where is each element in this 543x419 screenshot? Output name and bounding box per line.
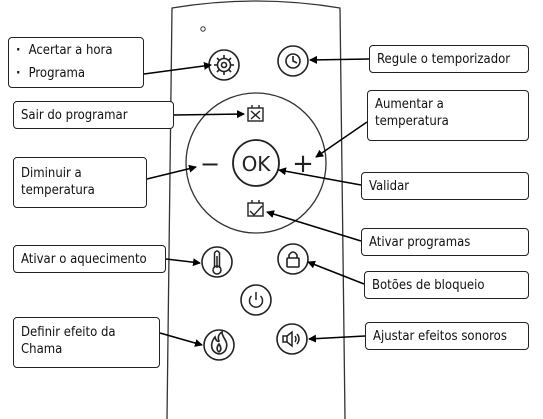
label-activate-programs: Ativar programas	[361, 228, 529, 256]
gear-button[interactable]	[208, 49, 240, 81]
clock-icon	[285, 53, 301, 69]
arrow-ok	[278, 167, 362, 186]
label-decrease-temperature: Diminuir a temperatura	[13, 157, 147, 208]
speaker-icon	[282, 330, 300, 348]
indicator-led	[200, 26, 206, 32]
label-increase-temperature: Aumentar a temperatura	[367, 90, 529, 141]
heating-button[interactable]	[201, 246, 233, 278]
label-lock-buttons: Botões de bloqueio	[364, 271, 529, 299]
program-exit-icon[interactable]	[247, 105, 264, 122]
label-timer: Regule o temporizador	[369, 45, 529, 73]
thermometer-icon	[212, 250, 222, 275]
leader-arrows	[143, 55, 370, 347]
arrow-flame	[159, 332, 203, 347]
arrow-exit	[173, 110, 245, 119]
lock-icon	[286, 251, 300, 268]
arrow-heating	[165, 258, 201, 267]
power-button[interactable]	[240, 284, 272, 316]
arrow-activate	[266, 210, 362, 242]
ok-label: OK	[242, 152, 272, 176]
label-activate-heating: Ativar o aquecimento	[13, 245, 166, 273]
arrow-gear	[143, 61, 212, 75]
label-flame-effect: Definir efeito da Chama	[13, 317, 160, 368]
gear-icon	[214, 55, 234, 75]
flame-button[interactable]	[203, 329, 235, 361]
power-icon	[248, 292, 264, 308]
ok-button[interactable]: OK	[232, 139, 280, 187]
label-exit-program: Sair do programar	[13, 101, 174, 129]
arrow-timer	[309, 55, 370, 64]
label-acertar-hora: Acertar a hora	[16, 42, 136, 59]
flame-icon	[210, 330, 228, 355]
arrow-lock	[307, 260, 365, 285]
program-activate-icon[interactable]	[247, 200, 264, 217]
label-programa: Programa	[16, 65, 136, 82]
arrow-minus	[146, 164, 197, 180]
timer-button[interactable]	[277, 45, 309, 77]
label-set-time-program: Acertar a hora Programa	[8, 37, 144, 88]
label-sound-effects: Ajustar efeitos sonoros	[365, 322, 529, 350]
lock-button[interactable]	[277, 243, 309, 275]
label-validate: Validar	[361, 172, 529, 200]
sound-button[interactable]	[276, 323, 308, 355]
plus-button[interactable]: +	[292, 149, 314, 179]
arrow-plus	[315, 121, 368, 158]
arrow-sound	[308, 334, 366, 343]
minus-button[interactable]: −	[200, 150, 220, 178]
